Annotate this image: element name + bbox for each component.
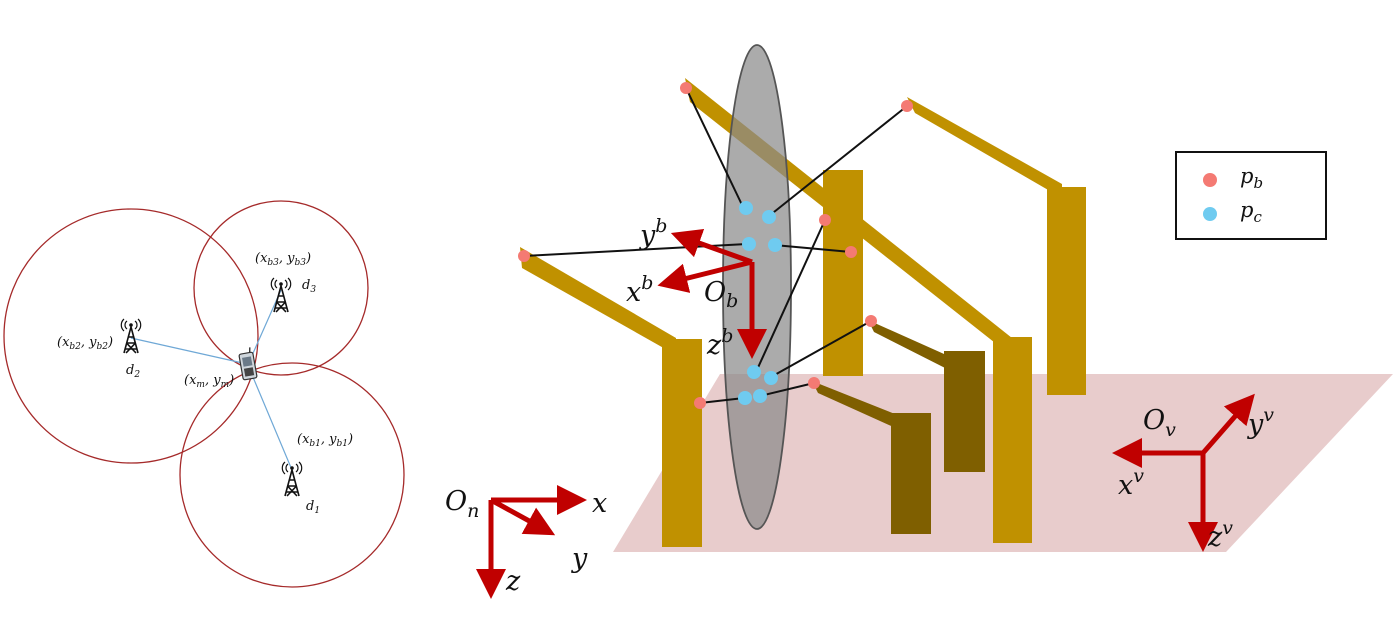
vehicle-frame-axes: [1112, 393, 1255, 552]
tower-icon-b3: [270, 277, 292, 313]
pb-point: [694, 397, 706, 409]
coord-label-b2: (xb2, yb2): [57, 335, 113, 352]
tower-icon-b2: [120, 318, 142, 354]
pc-point: [738, 391, 752, 405]
body-x-label: xb: [626, 272, 653, 308]
body-y-label: yb: [639, 215, 667, 251]
inner-frame-front: [812, 381, 931, 534]
pb-point: [901, 100, 913, 112]
nav-y-axis-arrow: [489, 497, 556, 536]
camera-lens: [722, 44, 792, 530]
trilateration-diagram: (xb3, yb3) d3 (xb2, yb2) d2 (xm, ym) (xb…: [3, 200, 405, 588]
legend: pb pc: [1175, 151, 1327, 240]
nav-origin-label: On: [445, 486, 479, 522]
body-origin-label: Ob: [704, 277, 738, 312]
pb-point: [808, 377, 820, 389]
pc-points: [738, 201, 782, 405]
link-b3: [249, 289, 282, 361]
link-b2: [130, 337, 248, 365]
distance-label-d1: d1: [306, 499, 320, 516]
legend-box: [1175, 151, 1327, 240]
scene-3d: yb xb Ob zb On x y z Ov yv xv zv pb pc: [445, 44, 1393, 599]
coord-label-b3: (xb3, yb3): [255, 251, 311, 268]
vehicle-x-label: xv: [1118, 465, 1144, 501]
pc-point: [747, 365, 761, 379]
vehicle-y-label: yv: [1247, 404, 1274, 440]
pc-point: [742, 237, 756, 251]
range-circle-b1: [179, 362, 405, 588]
mobile-phone-icon: [238, 347, 258, 381]
pb-point: [865, 315, 877, 327]
body-z-label: zb: [706, 325, 733, 361]
body-y-axis-arrow: [670, 228, 753, 265]
body-frame-axes: [657, 228, 767, 359]
legend-swatch-pb: [1203, 173, 1217, 187]
back-frame: [907, 97, 1086, 395]
legend-label-pc: pc: [1240, 198, 1262, 226]
vehicle-y-axis-arrow: [1201, 393, 1255, 455]
link-b1: [249, 369, 293, 471]
pc-point: [739, 201, 753, 215]
distance-label-d3: d3: [302, 278, 316, 295]
pb-point: [518, 250, 530, 262]
coord-label-b1: (xb1, yb1): [297, 432, 353, 449]
nav-z-label: z: [505, 566, 521, 597]
nav-x-label: x: [592, 488, 607, 519]
navigation-frame-axes: [476, 485, 587, 599]
coord-label-mobile: (xm, ym): [184, 373, 234, 390]
pc-point: [764, 371, 778, 385]
range-circle-b2: [3, 208, 259, 464]
pc-point: [768, 238, 782, 252]
inner-frame-back: [868, 320, 985, 472]
nav-y-label: y: [571, 543, 588, 574]
pb-point: [845, 246, 857, 258]
legend-label-pb: pb: [1240, 164, 1263, 192]
front-frame: [520, 247, 702, 547]
tower-icon-b1: [281, 461, 303, 497]
pb-point: [819, 214, 831, 226]
distance-label-d2: d2: [126, 363, 140, 380]
range-circle-b3: [193, 200, 369, 376]
body-x-axis-arrow: [657, 259, 753, 293]
vehicle-z-label: zv: [1207, 517, 1233, 553]
pc-point: [762, 210, 776, 224]
pc-point: [753, 389, 767, 403]
pb-points: [518, 82, 913, 409]
vehicle-origin-label: Ov: [1143, 405, 1176, 441]
legend-swatch-pc: [1203, 207, 1217, 221]
pb-point: [680, 82, 692, 94]
